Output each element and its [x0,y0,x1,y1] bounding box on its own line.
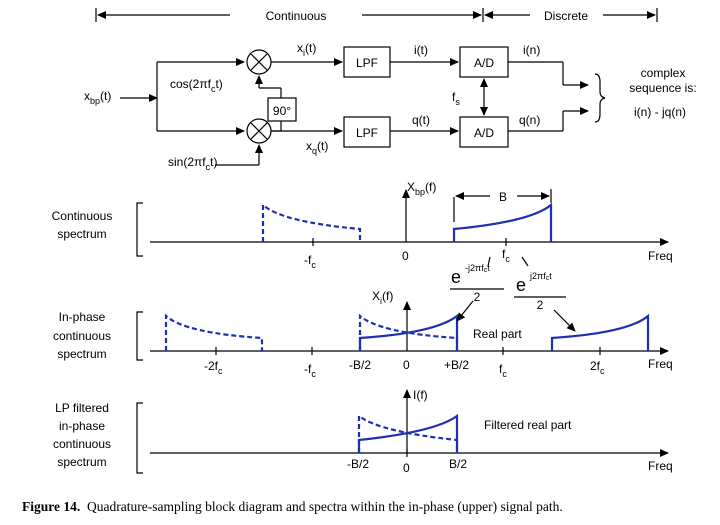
phase-label: 90° [273,104,291,118]
lpf-lower-label: LPF [356,126,378,140]
row2-label-2: continuous [53,329,111,343]
filtered-real-label: Filtered real part [484,418,572,432]
row2-pos-image [550,313,650,351]
exp-neg-den: 2 [474,290,481,304]
block-diagram: xbp(t) 90° cos(2πfct) sin(2πfct) [84,41,697,172]
row1-freq: Freq [648,249,673,263]
row3-ylabel: I(f) [413,388,428,402]
row3-dashed [357,413,459,453]
row3-label-2: in-phase [59,419,105,433]
row1-zero: 0 [402,249,409,263]
quadrature-diagram: Continuous Discrete xbp(t) 90° cos [52,8,697,475]
row1-neg-fc: -fc [304,253,316,270]
exp-neg: e-j2πfct [451,263,490,287]
it-label: i(t) [414,43,428,57]
row3-b2: B/2 [449,457,467,471]
region-header: Continuous Discrete [95,8,658,23]
complex-line2: sequence is: [629,81,696,95]
row2-neg-2fc: -2fc [204,359,223,376]
spectrum-continuous: Continuous spectrum Xbp(f) B -fc 0 fc Fr… [52,180,673,312]
discrete-label: Discrete [544,9,588,23]
row1-label-1: Continuous [52,209,113,223]
row2-ylabel: Xi(f) [372,289,393,306]
row2-center-solid [358,313,459,351]
row2-fc: fc [499,362,507,379]
row2-center-dashed [358,313,459,351]
exp-pos-den: 2 [537,298,544,312]
ad-upper-label: A/D [474,56,494,70]
row2-label-3: spectrum [57,347,106,361]
ad-lower-label: A/D [474,126,494,140]
row1-fc: fc [502,247,510,264]
in-label: i(n) [523,43,540,57]
row2-2fc: 2fc [590,359,605,376]
row1-pos-band [452,202,553,242]
ad-lower [459,116,509,148]
xq-label: xq(t) [306,139,328,156]
row1-neg-band [261,202,362,242]
row2-freq: Freq [648,357,673,371]
row2-neg-b2: -B/2 [349,358,371,372]
caption-text: Quadrature-sampling block diagram and sp… [87,499,563,514]
qt-label: q(t) [412,113,430,127]
real-part-label: Real part [473,327,522,341]
row3-label-4: spectrum [57,455,106,469]
row3-solid [357,413,459,453]
row1-ylabel: Xbp(f) [407,180,436,197]
row2-pos-b2: +B/2 [444,358,469,372]
complex-line3: i(n) - jq(n) [634,105,686,119]
figure-caption: Figure 14. Quadrature-sampling block dia… [22,499,563,515]
row3-neg-b2: -B/2 [347,457,369,471]
mixer-lower [246,118,272,144]
row2-neg-fc: -fc [304,362,316,379]
lpf-lower [343,116,391,148]
xi-label: xi(t) [297,41,316,58]
row2-zero: 0 [403,358,410,372]
spectrum-filtered: LP filtered in-phase continuous spectrum… [53,388,673,475]
row2-label-1: In-phase [59,310,106,324]
row3-zero: 0 [403,461,410,475]
row3-freq: Freq [648,459,673,473]
sin-label: sin(2πfct) [168,155,217,172]
mixer-upper [246,49,272,75]
fs-label: fs [452,90,460,107]
row1-label-2: spectrum [57,227,106,241]
row2-neg-image [164,313,264,351]
caption-bold: Figure 14. [22,499,81,514]
lpf-upper-label: LPF [356,56,378,70]
qn-label: q(n) [519,113,540,127]
phase-shift-box [267,97,297,122]
input-label: xbp(t) [84,89,111,106]
bandwidth-label: B [499,190,507,204]
cos-label: cos(2πfct) [170,77,223,94]
row3-label-3: continuous [53,437,111,451]
row3-label-1: LP filtered [55,401,109,415]
complex-line1: complex [641,66,686,80]
continuous-label: Continuous [266,9,327,23]
spectrum-inphase: In-phase continuous spectrum Xi(f) Real … [53,289,673,379]
